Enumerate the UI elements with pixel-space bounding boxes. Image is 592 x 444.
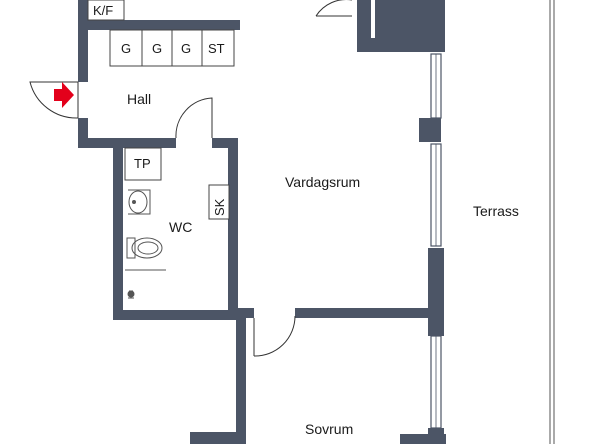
fixture-label-tp: TP [134,156,151,171]
terrace-railing [549,0,555,444]
fixture-label-g1: G [121,41,131,56]
fixture-label-g3: G [181,41,191,56]
entrance-arrow-icon [54,82,74,108]
shower-icon [125,269,166,299]
room-label-wc: WC [169,219,192,235]
room-label-terrass: Terrass [473,203,519,219]
fixture-label-sk: SK [212,198,227,216]
fixture-label-g2: G [152,41,162,56]
room-label-sovrum: Sovrum [305,421,353,437]
room-label-vardagsrum: Vardagsrum [285,174,360,190]
fixture-label-kf: K/F [93,3,113,18]
fixture-label-st: ST [208,41,225,56]
room-label-hall: Hall [127,91,151,107]
walls [78,0,446,444]
doors [29,0,352,357]
sink-icon [128,189,151,215]
toilet-icon [126,237,163,259]
fixture-dividers [141,30,203,66]
